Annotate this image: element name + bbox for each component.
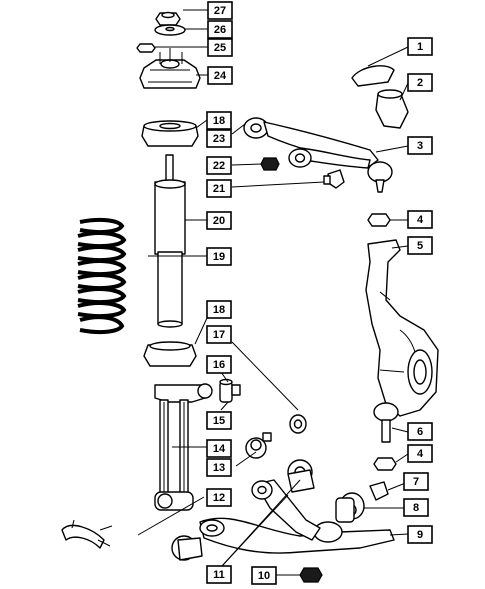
part-washer [154, 24, 186, 36]
callout-8: 8 [403, 498, 429, 517]
part-bump-stop-cap [351, 65, 395, 87]
svg-text:7: 7 [413, 476, 419, 488]
callout-9: 9 [407, 525, 433, 544]
svg-text:5: 5 [417, 240, 423, 252]
callout-5: 5 [407, 236, 433, 255]
svg-text:13: 13 [213, 462, 225, 474]
part-clip [61, 519, 113, 549]
callout-27: 27 [207, 1, 233, 20]
callout-7: 7 [403, 472, 429, 491]
part-nut [260, 157, 280, 171]
callout-21: 21 [206, 179, 232, 198]
callout-13: 13 [206, 458, 232, 477]
svg-text:3: 3 [417, 140, 423, 152]
svg-text:2: 2 [417, 77, 423, 89]
callout-14: 14 [206, 439, 232, 458]
part-strut-mount [139, 48, 201, 89]
svg-text:10: 10 [258, 570, 270, 582]
svg-text:25: 25 [214, 42, 226, 54]
part-lower-ball-joint-nut [373, 457, 397, 471]
svg-text:11: 11 [213, 569, 225, 581]
callout-25: 25 [207, 38, 233, 57]
svg-text:24: 24 [214, 70, 227, 82]
callout-16: 16 [206, 355, 232, 374]
part-lower-bolt [369, 481, 389, 501]
part-steering-knuckle [365, 239, 439, 417]
part-lower-ball-joint [373, 402, 399, 443]
callout-24: 24 [207, 66, 233, 85]
svg-text:1: 1 [417, 41, 423, 53]
svg-text:14: 14 [213, 443, 226, 455]
part-small-nut [136, 43, 156, 53]
callout-18b: 18 [206, 300, 232, 319]
svg-text:20: 20 [213, 215, 225, 227]
callout-11: 11 [206, 565, 232, 584]
part-upper-ball-joint-nut [367, 213, 391, 227]
callout-3: 3 [407, 136, 433, 155]
svg-text:27: 27 [214, 5, 226, 17]
callout-2: 2 [407, 73, 433, 92]
callout-4a: 4 [407, 210, 433, 229]
part-bump-stop [375, 89, 409, 129]
part-cam-bolt [323, 169, 345, 189]
callout-15: 15 [206, 411, 232, 430]
svg-text:26: 26 [214, 24, 226, 36]
svg-text:19: 19 [213, 251, 225, 263]
part-small-bushing [289, 414, 307, 434]
callout-18a: 18 [206, 111, 232, 130]
svg-text:18: 18 [213, 115, 225, 127]
callout-4b: 4 [407, 444, 433, 463]
svg-text:18: 18 [213, 304, 225, 316]
part-lower-nut [299, 567, 323, 583]
part-lower-arm-frame [251, 479, 321, 541]
callout-10: 10 [251, 566, 277, 585]
svg-text:21: 21 [213, 183, 225, 195]
svg-text:17: 17 [213, 329, 225, 341]
svg-text:23: 23 [213, 133, 225, 145]
part-lower-control-arm [199, 517, 395, 554]
part-shock-absorber [154, 154, 186, 328]
svg-text:12: 12 [213, 492, 225, 504]
callout-1: 1 [407, 37, 433, 56]
part-lower-arm-bushing [335, 492, 365, 523]
svg-text:8: 8 [413, 502, 419, 514]
callout-6: 6 [407, 422, 433, 441]
svg-text:6: 6 [417, 426, 423, 438]
callout-19: 19 [206, 247, 232, 266]
svg-text:4: 4 [417, 214, 424, 226]
svg-text:4: 4 [417, 448, 424, 460]
callout-22: 22 [206, 156, 232, 175]
callout-26: 26 [207, 20, 233, 39]
part-top-nut [155, 11, 181, 26]
svg-text:22: 22 [213, 160, 225, 172]
svg-text:9: 9 [417, 529, 423, 541]
part-coil-spring [77, 217, 127, 335]
callout-12: 12 [206, 488, 232, 507]
part-sway-bar-link-nut [245, 432, 272, 459]
part-bushing-bolt [219, 378, 241, 403]
part-lower-isolator [143, 341, 197, 367]
svg-text:15: 15 [213, 415, 225, 427]
callout-23: 23 [206, 129, 232, 148]
part-upper-control-arm [243, 117, 393, 193]
svg-text:16: 16 [213, 359, 225, 371]
callout-20: 20 [206, 211, 232, 230]
part-upper-isolator [141, 120, 199, 147]
callout-17: 17 [206, 325, 232, 344]
